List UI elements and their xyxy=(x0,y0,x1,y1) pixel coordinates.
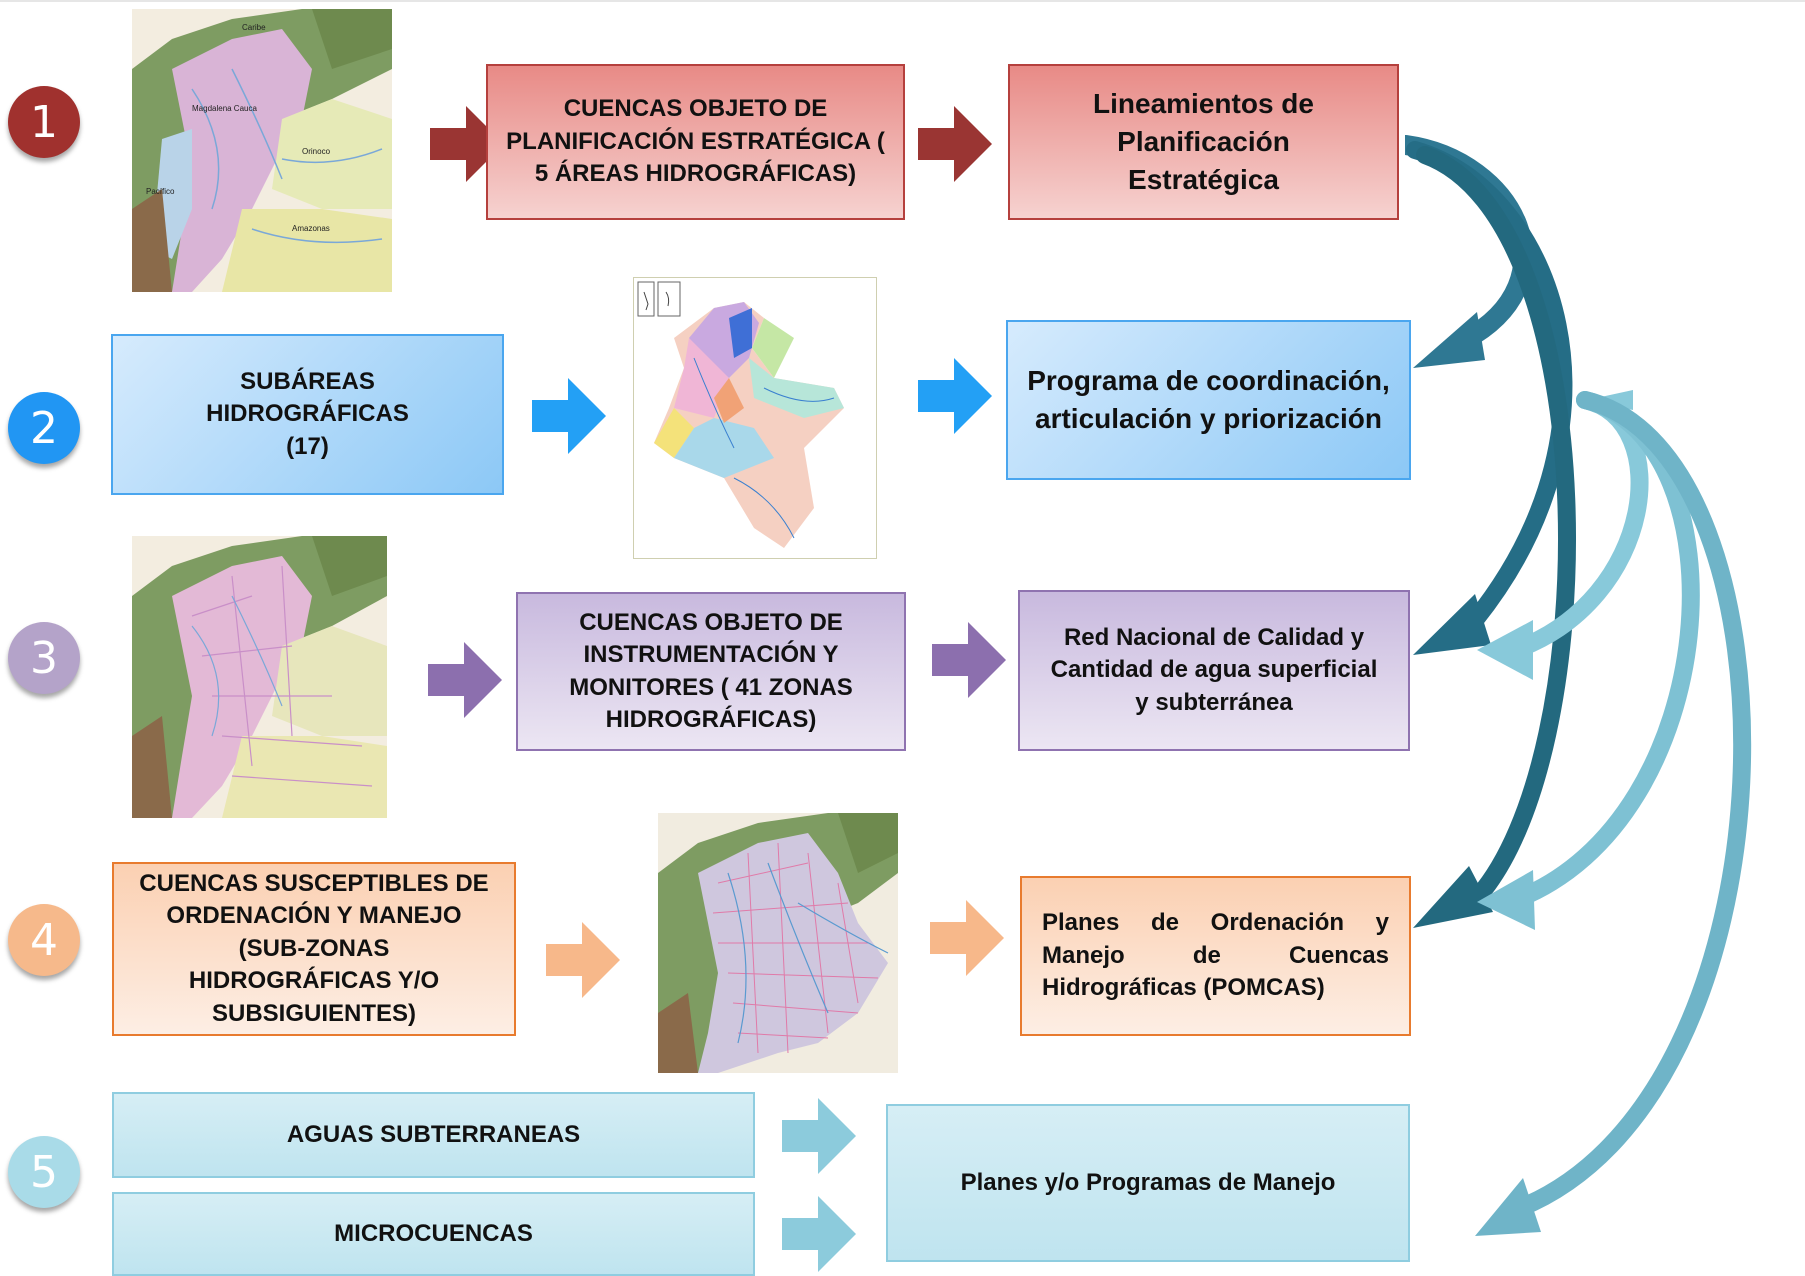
box-programa-coordinacion: Programa de coordinación, articulación y… xyxy=(1006,320,1411,480)
box-pomcas: Planes de Ordenación y Manejo de Cuencas… xyxy=(1020,876,1411,1036)
box-cuencas-planificacion: CUENCAS OBJETO DE PLANIFICACIÓN ESTRATÉG… xyxy=(486,64,905,220)
arrow-row5-a xyxy=(782,1098,856,1174)
box-cuencas-ordenacion: CUENCAS SUSCEPTIBLES DE ORDENACIÓN Y MAN… xyxy=(112,862,516,1036)
feedback-arrows xyxy=(1405,135,1752,1236)
arrow-row4-a xyxy=(546,922,620,998)
box-aguas-subterraneas: AGUAS SUBTERRANEAS xyxy=(112,1092,755,1178)
map-label-orinoco: Orinoco xyxy=(302,147,331,156)
arrow-row1-a xyxy=(430,106,504,182)
arrow-row3-b xyxy=(932,622,1006,698)
box-subareas: SUBÁREAS HIDROGRÁFICAS (17) xyxy=(111,334,504,495)
map-label-amazonas: Amazonas xyxy=(292,224,330,233)
curve-to-row4 xyxy=(1416,146,1576,909)
step-number-1: 1 xyxy=(8,86,80,158)
step-number-4: 4 xyxy=(8,904,80,976)
map-label-caribe: Caribe xyxy=(242,23,266,32)
arrow-row1-b xyxy=(918,106,992,182)
arrow-row2-b xyxy=(918,358,992,434)
map-zonas-hidrograficas xyxy=(132,536,387,818)
map-label-magdalena: Magdalena Cauca xyxy=(192,104,257,113)
map-areas-hidrograficas: Caribe Magdalena Cauca Orinoco Pacífico … xyxy=(132,9,392,292)
map-subzonas xyxy=(658,813,898,1073)
map-label-pacifico: Pacífico xyxy=(146,187,175,196)
arrow-row5-b xyxy=(782,1196,856,1272)
box-red-nacional: Red Nacional de Calidad y Cantidad de ag… xyxy=(1018,590,1410,751)
top-divider xyxy=(0,0,1805,2)
step-number-2: 2 xyxy=(8,392,80,464)
map-subareas xyxy=(633,277,877,559)
arrow-row3-a xyxy=(428,642,502,718)
step-number-3: 3 xyxy=(8,622,80,694)
step-number-5: 5 xyxy=(8,1136,80,1208)
box-microcuencas: MICROCUENCAS xyxy=(112,1192,755,1276)
box-lineamientos: Lineamientos de Planificación Estratégic… xyxy=(1008,64,1399,220)
curve-light-to-row5 xyxy=(1506,391,1752,1219)
arrow-row4-b xyxy=(930,900,1004,976)
box-planes-programas: Planes y/o Programas de Manejo xyxy=(886,1104,1410,1262)
curve-light-to-row4 xyxy=(1506,391,1700,909)
box-cuencas-instrumentacion: CUENCAS OBJETO DE INSTRUMENTACIÓN Y MONI… xyxy=(516,592,906,751)
arrow-row2-a xyxy=(532,378,606,454)
